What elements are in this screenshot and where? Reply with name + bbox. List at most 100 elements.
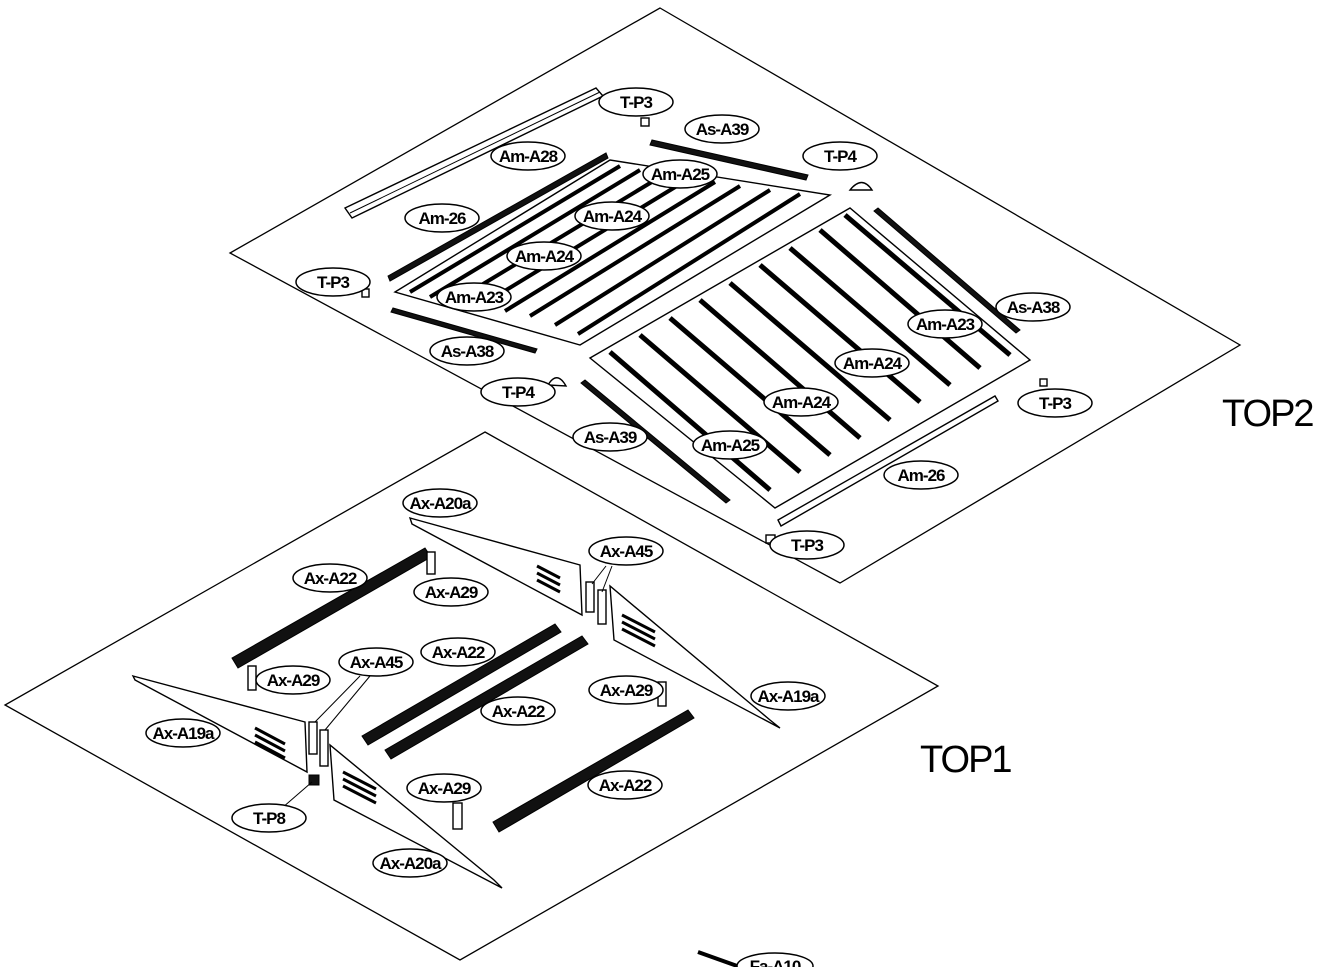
callout-top2-tp3-c: T-P3 — [1017, 388, 1093, 418]
callout-top2-am-a24-c: Am-A24 — [834, 348, 910, 378]
svg-text:Am-A24: Am-A24 — [515, 247, 575, 266]
part-as-a39-rail-lower — [580, 379, 731, 504]
callout-top1-ax-a19a-a: Ax-A19a — [750, 681, 826, 711]
callout-top1-ax-a29-c: Ax-A29 — [588, 675, 664, 705]
callout-top1-ax-a19a-b: Ax-A19a — [145, 718, 221, 748]
group-title-top2: TOP2 — [1222, 393, 1313, 435]
callout-top1-ax-a45-a: Ax-A45 — [588, 536, 664, 566]
svg-text:Am-A23: Am-A23 — [916, 315, 975, 334]
svg-text:Am-A24: Am-A24 — [583, 207, 643, 226]
part-as-a38-rail-left — [390, 307, 538, 354]
callout-top2-tp4-b: T-P4 — [480, 377, 556, 407]
callout-top1-ax-a22-c: Ax-A22 — [480, 696, 556, 726]
group-title-top1: TOP1 — [920, 739, 1011, 781]
top1-panel: Ax-A20a Ax-A45 Ax-A22 Ax-A29 Ax-A45 Ax-A… — [3, 431, 1013, 961]
callout-top1-ax-a22-b: Ax-A22 — [420, 637, 496, 667]
svg-text:Am-26: Am-26 — [419, 209, 467, 228]
bottom-partial-group: Fa-A10 — [697, 950, 814, 967]
callout-top2-as-a39-b: As-A39 — [572, 422, 648, 452]
part-ax-a45-bracket-b — [597, 589, 607, 625]
callout-top1-ax-a20a-a: Ax-A20a — [402, 488, 478, 518]
leader-tp8 — [281, 781, 313, 809]
leader-ax-a45-a — [591, 565, 607, 585]
svg-text:Am-A24: Am-A24 — [843, 354, 903, 373]
callout-top2-am-a24-b: Am-A24 — [506, 241, 582, 271]
vent-slots-d — [342, 770, 377, 805]
svg-text:Ax-A22: Ax-A22 — [492, 702, 545, 721]
svg-text:T-P3: T-P3 — [791, 536, 823, 555]
callout-top2-as-a38-b: As-A38 — [995, 292, 1071, 322]
svg-text:Ax-A45: Ax-A45 — [600, 542, 653, 561]
svg-text:Ax-A19a: Ax-A19a — [152, 724, 215, 743]
callout-top2-am26-a: Am-26 — [404, 203, 480, 233]
svg-text:Fa-A10: Fa-A10 — [750, 957, 801, 967]
callout-top1-tp8: T-P8 — [231, 803, 307, 833]
svg-text:Ax-A20a: Ax-A20a — [409, 494, 472, 513]
svg-text:As-A39: As-A39 — [584, 428, 637, 447]
svg-text:Ax-A19a: Ax-A19a — [757, 687, 820, 706]
part-tp3-bracket-c — [1039, 378, 1048, 387]
roof-panel-right-ribs — [608, 213, 1012, 492]
callout-bottom-fa-a10: Fa-A10 — [736, 952, 814, 967]
callout-top2-am-a23-b: Am-A23 — [907, 309, 983, 339]
svg-text:T-P4: T-P4 — [502, 383, 535, 402]
part-ax-a29-bracket-a — [426, 551, 436, 575]
callout-top1-ax-a22-d: Ax-A22 — [587, 770, 663, 800]
part-tp3-bracket-a — [640, 117, 650, 127]
top2-panel-outline — [228, 7, 1242, 584]
svg-text:As-A38: As-A38 — [441, 342, 494, 361]
svg-text:Ax-A20a: Ax-A20a — [379, 854, 442, 873]
svg-text:Ax-A29: Ax-A29 — [267, 671, 320, 690]
callout-top2-as-a39-a: As-A39 — [684, 114, 760, 144]
part-tp4-bracket-a — [848, 181, 874, 191]
svg-text:T-P3: T-P3 — [620, 93, 652, 112]
part-fa-a10-rail — [697, 950, 741, 967]
svg-text:T-P8: T-P8 — [253, 809, 285, 828]
callout-top1-ax-a20a-b: Ax-A20a — [372, 848, 448, 878]
callout-top2-am-a28: Am-A28 — [490, 141, 566, 171]
callout-top2-am-a23-a: Am-A23 — [436, 282, 512, 312]
svg-text:Ax-A29: Ax-A29 — [418, 779, 471, 798]
part-ax-a22-beam-d — [492, 709, 695, 833]
callout-top2-am-a24-d: Am-A24 — [763, 387, 839, 417]
svg-text:Am-A28: Am-A28 — [499, 147, 558, 166]
part-ax-a29-bracket-b — [247, 665, 257, 691]
part-ax-a45-bracket-c — [308, 721, 318, 755]
part-ax-a20a-truss-upper — [408, 516, 583, 617]
part-as-a38-rail-right — [873, 207, 1021, 334]
part-as-a39-rail-upper — [649, 139, 809, 181]
part-ax-a19a-truss-right — [609, 584, 781, 729]
vent-slots-b — [621, 613, 656, 648]
svg-text:Ax-A29: Ax-A29 — [600, 681, 653, 700]
callout-top2-tp3-a: T-P3 — [598, 87, 674, 117]
callout-top1-ax-a45-b: Ax-A45 — [338, 647, 414, 677]
part-ax-a22-beam-b — [361, 623, 562, 746]
svg-text:T-P3: T-P3 — [1039, 394, 1071, 413]
svg-text:Ax-A22: Ax-A22 — [599, 776, 652, 795]
leader-ax-a45-d — [324, 675, 371, 731]
callout-top2-tp4-a: T-P4 — [802, 141, 878, 171]
top2-panel: T-P3 As-A39 Am-A28 Am-A25 T-P4 Am-26 Am-… — [228, 7, 1315, 584]
svg-text:Ax-A22: Ax-A22 — [432, 643, 485, 662]
svg-text:Am-A25: Am-A25 — [701, 436, 760, 455]
leader-ax-a45-b — [601, 565, 613, 593]
callout-top2-am-a25-a: Am-A25 — [642, 159, 718, 189]
callout-top1-ax-a29-b: Ax-A29 — [255, 665, 331, 695]
svg-text:Ax-A29: Ax-A29 — [425, 583, 478, 602]
callout-top2-am26-b: Am-26 — [883, 460, 959, 490]
vent-slots-a — [536, 564, 561, 594]
svg-text:Am-A24: Am-A24 — [772, 393, 832, 412]
svg-text:Am-A23: Am-A23 — [445, 288, 504, 307]
part-ax-a45-bracket-d — [319, 729, 329, 767]
callout-top1-ax-a29-d: Ax-A29 — [406, 773, 482, 803]
part-am-26-rail-left — [387, 152, 609, 282]
callout-top2-tp3-d: T-P3 — [769, 530, 845, 560]
part-ax-a20a-truss-lower — [329, 743, 503, 889]
part-ax-a22-beam-c — [384, 635, 589, 760]
callout-top2-am-a24-a: Am-A24 — [574, 201, 650, 231]
callout-top1-ax-a29-a: Ax-A29 — [413, 577, 489, 607]
roof-panel-left-ribs — [408, 164, 802, 336]
callout-top2-am-a25-b: Am-A25 — [692, 430, 768, 460]
vent-slots-c — [254, 726, 286, 760]
